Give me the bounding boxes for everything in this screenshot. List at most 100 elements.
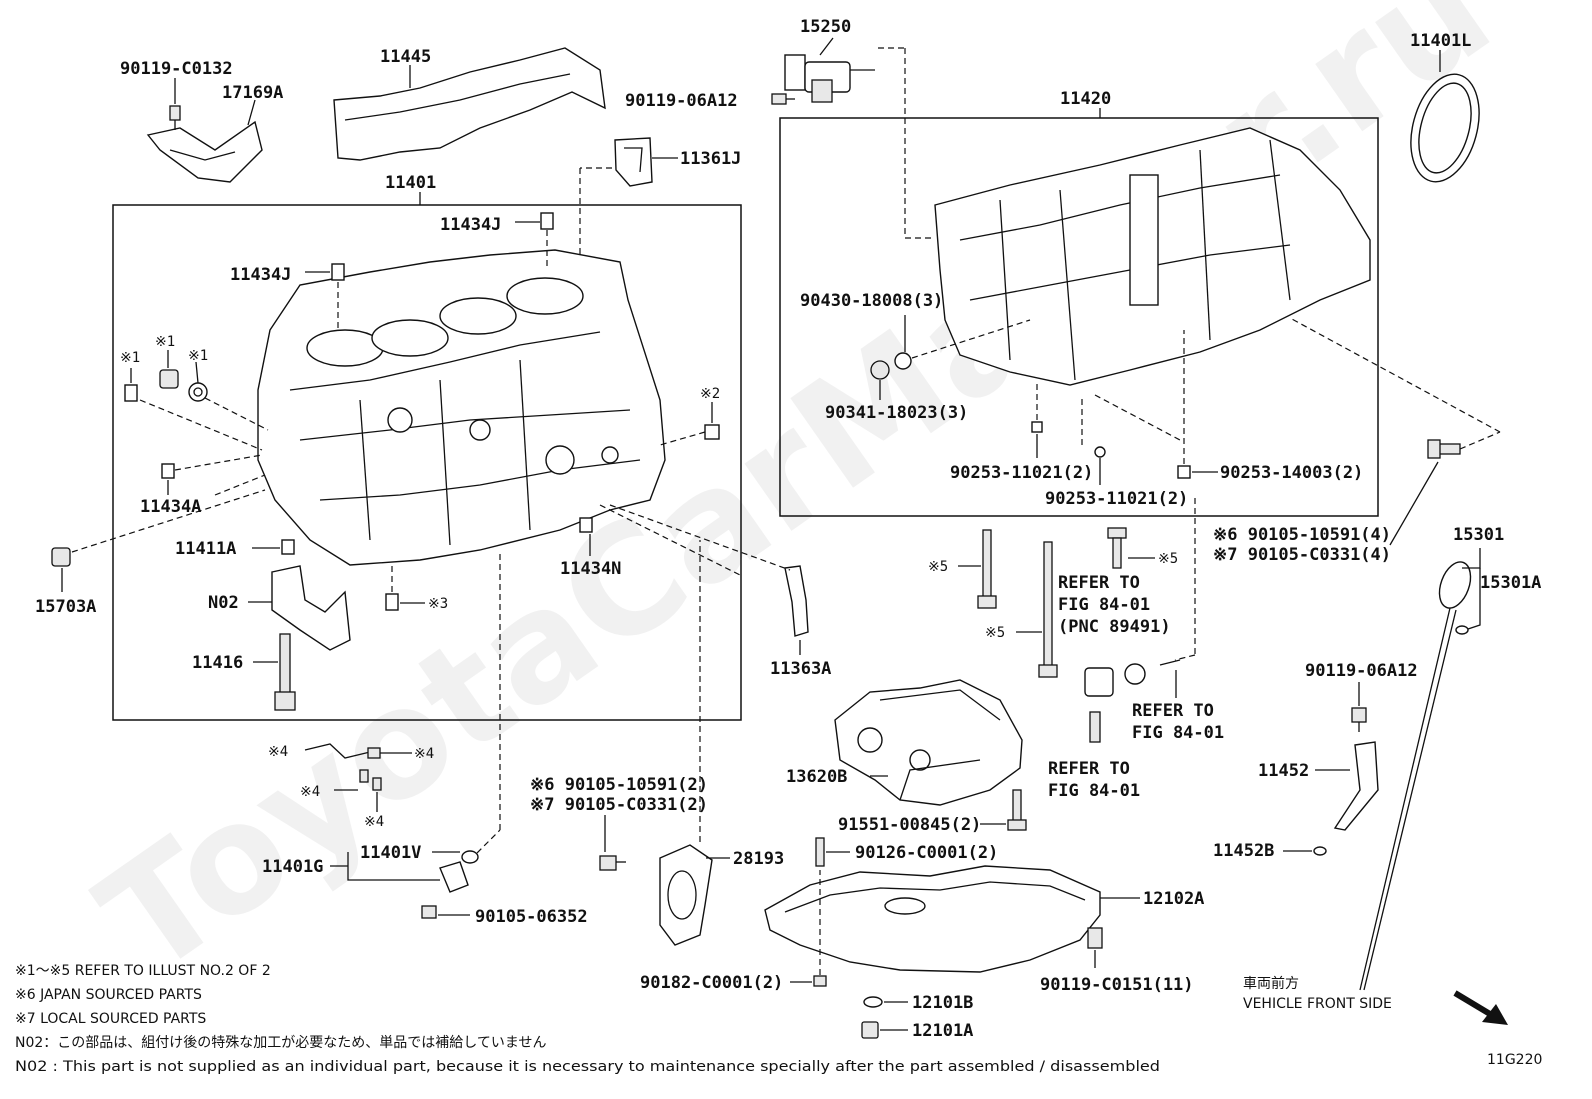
note-n02-jp: N02：この部品は、組付け後の特殊な加工が必要なため、単品では補給していません [15,1035,546,1051]
bolt-90105-06352 [421,905,437,919]
bolt-m5-b [1038,541,1058,678]
o-ring-15301a [1455,625,1469,635]
label-11411a: 11411A [175,539,236,559]
note-local-sourced: ※7 LOCAL SOURCED PARTS [15,1011,206,1027]
dowel-11411a [281,539,295,555]
drain-plug-12101a [861,1021,879,1039]
label-m4-b: ※4 [414,746,434,762]
note-n02-en: N02 : This part is not supplied as an in… [15,1059,1160,1075]
label-refer1-c: (PNC 89491) [1058,617,1171,637]
label-n02: N02 [208,593,239,613]
label-11401g: 11401G [262,857,323,877]
label-15301a: 15301A [1480,573,1541,593]
bracket-17169a [146,120,263,183]
label-refer2-b: FIG 84-01 [1132,723,1224,743]
label-90341: 90341-18023(3) [825,403,968,423]
plug-15703a [51,547,71,567]
bolt-90119-06a12-top [771,93,795,105]
gasket-11401v [461,850,479,864]
label-m5-c: ※5 [1158,551,1178,567]
plug-90253-b [1094,446,1106,458]
label-90119-c0132: 90119-C0132 [120,59,233,79]
plug-m1-b [159,369,179,389]
label-11434j-b: 11434J [230,265,291,285]
dowel-m1-a [124,384,138,402]
label-11434n: 11434N [560,559,621,579]
label-11401: 11401 [385,173,436,193]
label-11416: 11416 [192,653,243,673]
label-refer3-a: REFER TO [1048,759,1130,779]
note-japan-sourced: ※6 JAPAN SOURCED PARTS [15,987,202,1003]
label-90105-c0331-2: ※7 90105-C0331(2) [530,795,708,815]
label-m3: ※3 [428,596,448,612]
label-12101a: 12101A [912,1021,973,1041]
label-90182: 90182-C0001(2) [640,973,783,993]
diagram-id: 11G220 [1487,1052,1542,1068]
bolt-refer-fig-84-01 [1089,711,1101,743]
label-m5-a: ※5 [928,559,948,575]
front-label-en: VEHICLE FRONT SIDE [1243,996,1392,1012]
bolt-90119-06a12-right [1351,707,1367,732]
label-11452b: 11452B [1213,841,1274,861]
label-11452: 11452 [1258,761,1309,781]
label-90253-b: 90253-11021(2) [1045,489,1188,509]
label-90126: 90126-C0001(2) [855,843,998,863]
label-11401v: 11401V [360,843,421,863]
label-17169a: 17169A [222,83,283,103]
gasket-12101b [863,996,883,1008]
front-label-jp: 車両前方 [1243,975,1299,992]
label-90105-10591-2: ※6 90105-10591(2) [530,775,708,795]
label-m4-a: ※4 [268,744,288,760]
label-m2: ※2 [700,386,720,402]
front-arrow-icon [1453,990,1508,1025]
seal-11361j [614,137,653,187]
label-11363a: 11363A [770,659,831,679]
plug-90341 [870,360,890,380]
bolt-90119-c0151 [1087,927,1103,949]
dowel-m3 [385,593,399,611]
crankcase-11420 [934,127,1371,386]
oil-pan-12102a [764,865,1101,973]
dowel-11434a [161,463,175,479]
label-m1-a: ※1 [120,350,140,366]
label-11401l: 11401L [1410,31,1471,51]
plug-90253-14003 [1177,465,1191,479]
crankcase-box [779,117,1379,517]
bolt-91551 [1007,789,1027,831]
seal-11363a [784,565,809,637]
label-15301: 15301 [1453,525,1504,545]
bolt-11416 [274,633,296,711]
label-11434a: 11434A [140,497,201,517]
label-11445: 11445 [380,47,431,67]
gasket-90430 [894,352,912,370]
label-90119-06a12-right: 90119-06A12 [1305,661,1418,681]
o-ring-11452b [1313,846,1327,856]
label-m4-c: ※4 [300,784,320,800]
bolt-90105-10591-2 [599,855,626,871]
dipstick-15301 [1359,561,1472,991]
gasket-28193 [659,844,713,946]
oil-control-valve-15250 [784,54,875,103]
label-m5-b: ※5 [985,625,1005,641]
note-refer-illust: ※1～※5 REFER TO ILLUST NO.2 OF 2 [15,963,271,979]
label-refer1-b: FIG 84-01 [1058,595,1150,615]
label-11361j: 11361J [680,149,741,169]
oil-seal-11401l [1410,73,1480,183]
cylinder-block-box [112,204,742,721]
stud-90126 [815,837,825,867]
sensor-refer-fig-84-01 [1084,659,1181,697]
label-m4-d: ※4 [364,814,384,830]
label-90105-06352: 90105-06352 [475,907,588,927]
label-91551: 91551-00845(2) [838,815,981,835]
label-90253-14003: 90253-14003(2) [1220,463,1363,483]
bolt-90105-10591-4 [1427,439,1461,459]
label-12101b: 12101B [912,993,973,1013]
label-90105-10591-4: ※6 90105-10591(4) [1213,525,1391,545]
bolt-90119-c0132 [169,105,181,130]
bolt-m5-c [1107,527,1127,569]
label-13620b: 13620B [786,767,847,787]
label-28193: 28193 [733,849,784,869]
label-11434j-a: 11434J [440,215,501,235]
cover-11445 [333,47,606,161]
